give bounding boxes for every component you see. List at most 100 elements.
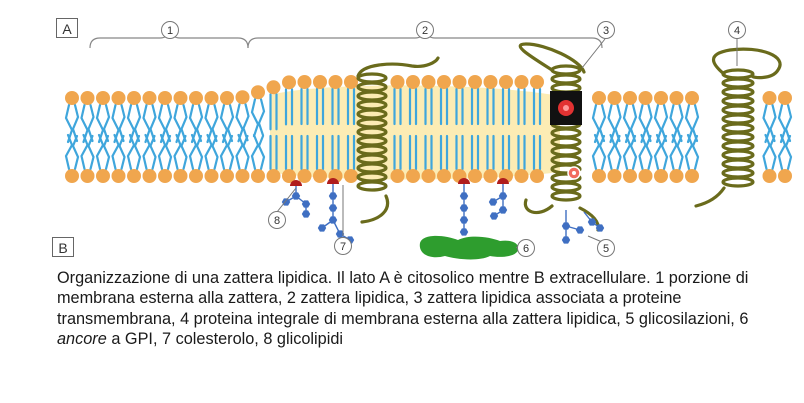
lipid-head	[530, 75, 544, 89]
protein-helix-turn	[721, 86, 755, 98]
lipid-tail	[501, 87, 511, 171]
lipid-head	[669, 91, 684, 105]
lipid-head	[158, 169, 172, 183]
lipid-tail	[142, 103, 157, 171]
sugar-unit	[328, 204, 338, 212]
phospholipid-heads	[65, 75, 792, 183]
lipid-head	[638, 91, 653, 105]
number-label-8: 8	[268, 211, 286, 229]
sugar-unit	[561, 222, 571, 230]
lipid-tail	[532, 87, 542, 171]
protein-helix-turn	[721, 158, 755, 170]
protein-helix-turn	[721, 176, 755, 188]
lipid-head	[778, 91, 792, 105]
protein-helix-turn	[721, 122, 755, 134]
lipid-head	[421, 169, 436, 183]
lipid-head	[266, 169, 281, 183]
lipid-tail	[80, 103, 95, 171]
sugar-unit	[587, 218, 597, 226]
leader-lines	[276, 38, 738, 249]
lipid-head	[406, 169, 420, 183]
lipid-head	[173, 91, 188, 105]
lipid-head	[65, 169, 79, 183]
protein-helix-turn	[721, 68, 755, 80]
lipid-head	[607, 169, 622, 183]
svg-text:1: 1	[167, 25, 173, 37]
protein-helix-turn	[356, 72, 388, 84]
protein-loop	[694, 186, 726, 208]
sugar-unit	[291, 192, 301, 200]
lipid-head	[499, 75, 513, 89]
protein-helix-turn	[721, 149, 755, 161]
protein-helix-turn	[721, 77, 755, 89]
lipid-tail	[346, 87, 356, 171]
lipid-head	[762, 91, 777, 105]
sugar-unit	[459, 216, 469, 224]
lipid-head	[220, 169, 234, 183]
lipid-head	[251, 85, 265, 100]
sugar-unit	[459, 192, 469, 200]
sugar-unit	[328, 192, 338, 200]
number-label-2: 2	[416, 21, 434, 39]
caption-text-part1: Organizzazione di una zattera lipidica. …	[57, 269, 749, 328]
number-label-3: 3	[597, 21, 615, 39]
lipid-tails	[64, 87, 793, 171]
lipid-tail	[393, 87, 402, 171]
sugar-unit	[459, 228, 469, 236]
protein-helix-turn	[721, 104, 755, 116]
number-label-6: 6	[517, 239, 535, 257]
sugar-unit	[301, 200, 311, 208]
lipid-head	[468, 169, 482, 183]
lipid-tail	[188, 103, 204, 171]
sugar-unit	[498, 192, 508, 200]
lipid-tail	[250, 98, 266, 171]
sugar-unit	[489, 212, 499, 220]
lipid-tail	[204, 103, 219, 171]
number-label-1: 1	[161, 21, 179, 39]
glycosylations	[281, 178, 605, 244]
lipid-tail	[64, 103, 80, 171]
lipid-tail	[591, 103, 607, 171]
lipid-tail	[424, 87, 433, 171]
lipid-tail	[517, 87, 526, 171]
lipid-head	[297, 75, 312, 89]
lipid-head	[483, 169, 498, 183]
sugar-unit	[575, 226, 585, 234]
protein-helix-turn	[721, 140, 755, 152]
lipid-head	[344, 75, 358, 89]
sugar-unit	[498, 206, 508, 214]
lipid-head	[623, 91, 637, 105]
lipid-head	[421, 75, 436, 89]
lipid-head	[669, 169, 684, 183]
lipid-head	[80, 91, 95, 105]
caption-text-part2: a GPI, 7 colesterolo, 8 glicolipidi	[106, 330, 343, 349]
lipid-head	[685, 91, 699, 105]
lipid-tail	[669, 103, 684, 171]
lipid-head	[204, 169, 219, 183]
lipid-tail	[111, 103, 126, 171]
lipid-head	[127, 91, 141, 105]
lipid-head	[390, 75, 405, 89]
lipid-tail	[300, 87, 309, 171]
figure-caption: Organizzazione di una zattera lipidica. …	[57, 268, 792, 350]
lipid-head	[96, 169, 110, 183]
lipid-tail	[777, 103, 793, 171]
lipid-tail	[408, 87, 418, 171]
lipid-head	[623, 169, 637, 183]
sugar-unit	[561, 236, 571, 244]
side-label-b: B	[52, 237, 74, 257]
lipid-head	[251, 169, 265, 183]
lipid-tail	[173, 103, 188, 171]
protein-helix-turn	[721, 95, 755, 107]
cholesterol-cap	[458, 178, 470, 184]
sugar-unit	[317, 224, 327, 232]
lipid-head	[607, 91, 622, 105]
lipid-tail	[95, 103, 111, 171]
lipid-head	[638, 169, 653, 183]
number-label-5: 5	[597, 239, 615, 257]
lipid-head	[514, 169, 529, 183]
protein-helix-turn	[721, 113, 755, 125]
lipid-head	[437, 75, 451, 89]
